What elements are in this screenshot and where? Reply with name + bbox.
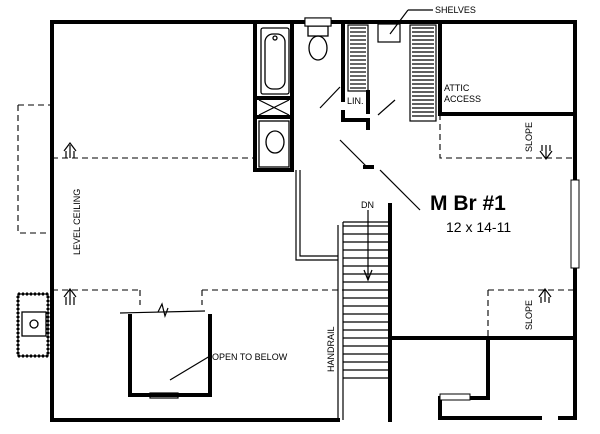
slope-label-top: SLOPE xyxy=(524,122,534,152)
bath-door xyxy=(319,86,341,109)
slope-arrow-left-bottom xyxy=(63,288,77,305)
shelves-label: SHELVES xyxy=(435,5,476,15)
vanity xyxy=(258,120,290,168)
bath-walls xyxy=(253,20,577,172)
attic-access-label-2: ACCESS xyxy=(444,94,481,104)
shelves-leader xyxy=(389,9,409,35)
shelf-lines xyxy=(350,27,434,117)
down-label: DN xyxy=(361,200,374,210)
slope-label-bottom: SLOPE xyxy=(524,300,534,330)
open-to-below-label: OPEN TO BELOW xyxy=(212,352,288,362)
room-name: M Br #1 xyxy=(430,192,506,215)
slope-arrow-right-bottom xyxy=(538,288,552,303)
bedroom-door xyxy=(339,139,368,168)
lower-right-walls xyxy=(388,336,577,400)
shelves-right xyxy=(409,24,437,122)
attic-access-label-1: ATTIC xyxy=(444,83,470,93)
shelves-left xyxy=(347,24,369,92)
handrail-label: HANDRAIL xyxy=(326,326,336,372)
down-arrow-head xyxy=(363,269,373,282)
room-label-leader xyxy=(379,169,421,211)
room-dimensions: 12 x 14-11 xyxy=(446,219,511,235)
staircase xyxy=(295,170,390,420)
closet-door xyxy=(377,99,396,116)
linen-closet-x xyxy=(258,99,290,116)
exterior-walls xyxy=(50,20,577,422)
chimney xyxy=(16,292,50,358)
bathtub xyxy=(260,27,290,95)
slope-arrow-left-top xyxy=(63,142,77,158)
slope-arrow-right-top xyxy=(539,145,553,160)
stair-treads xyxy=(343,225,390,379)
windows xyxy=(304,17,580,401)
open-to-below-opening xyxy=(119,302,212,399)
closet-light xyxy=(377,23,401,43)
ceiling-lines xyxy=(17,104,575,338)
level-ceiling-label: LEVEL CEILING xyxy=(72,189,82,255)
linen-label: LIN. xyxy=(347,96,364,106)
